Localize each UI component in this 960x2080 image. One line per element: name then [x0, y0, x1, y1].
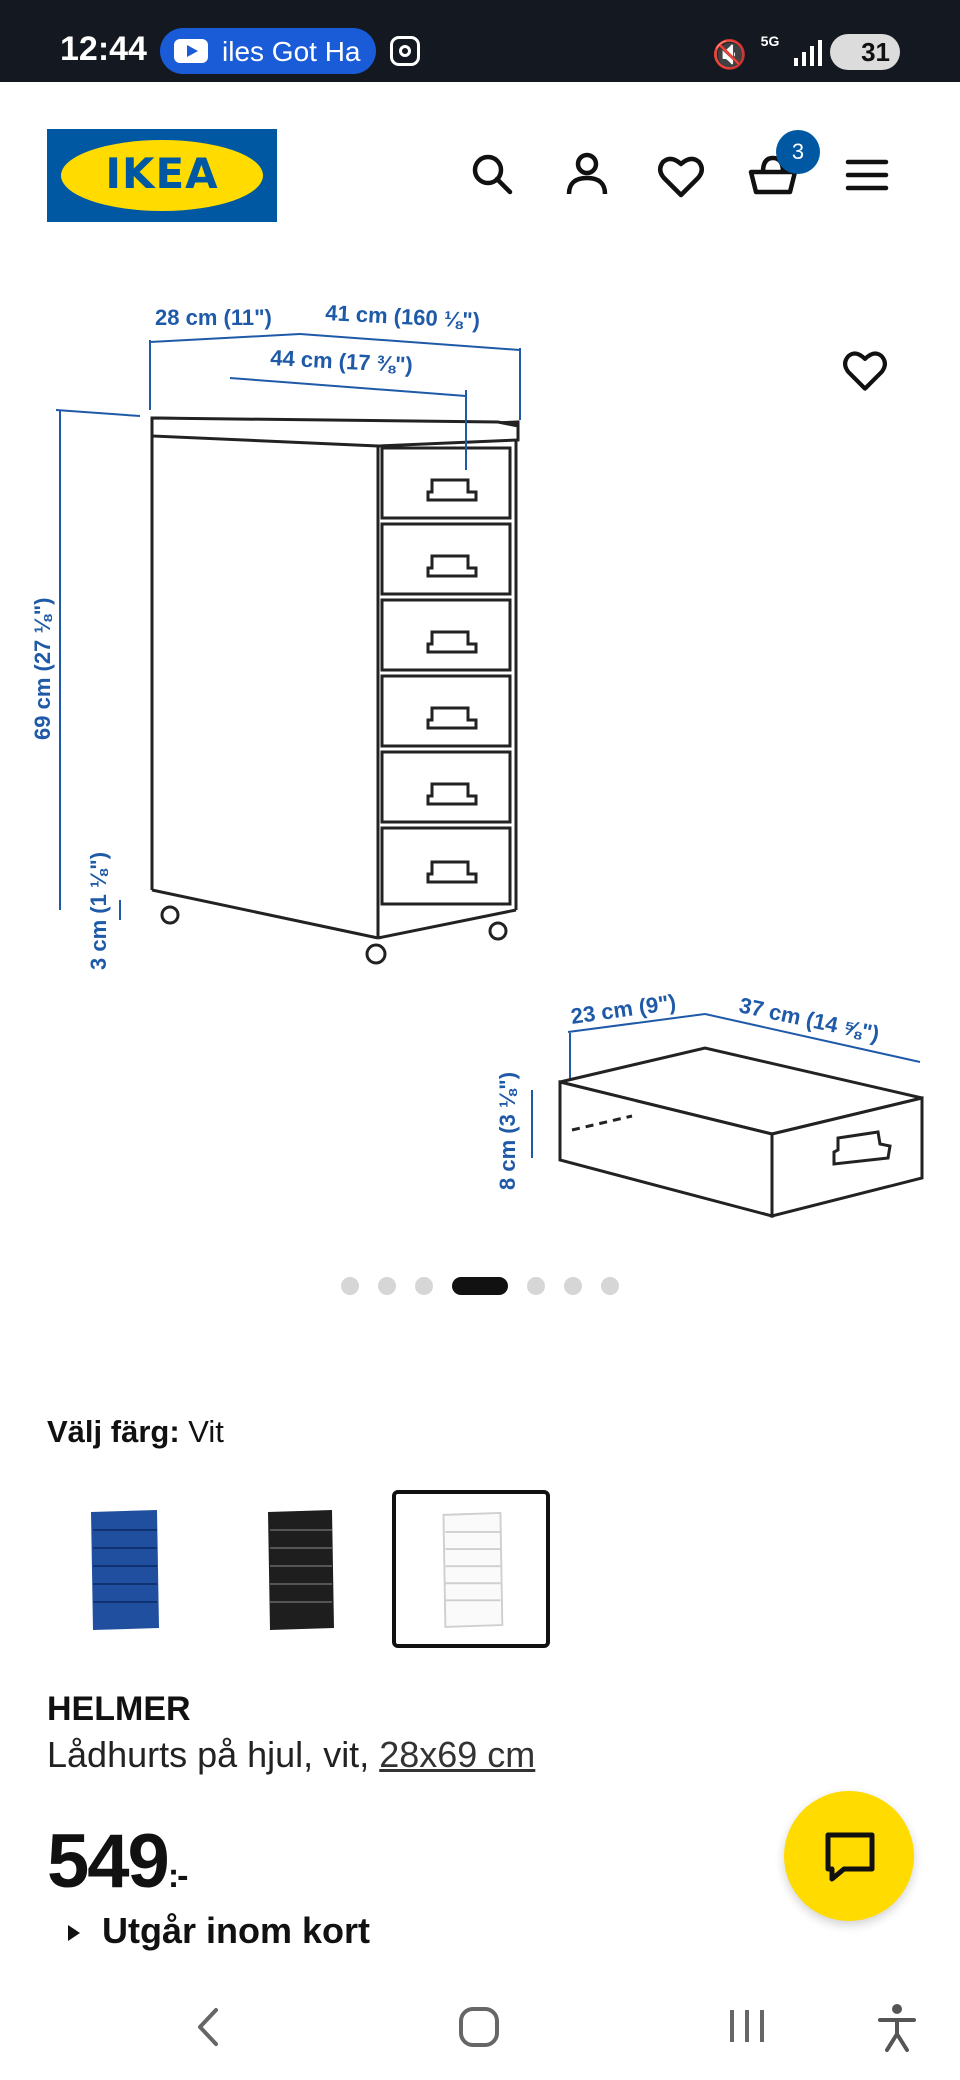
carousel-dot[interactable]: [341, 1277, 359, 1295]
youtube-icon: [174, 39, 208, 63]
cart-count-badge: 3: [776, 130, 820, 174]
back-icon[interactable]: [188, 2002, 228, 2052]
carousel-dot[interactable]: [378, 1277, 396, 1295]
search-icon[interactable]: [466, 148, 520, 202]
heart-icon[interactable]: [654, 150, 708, 204]
system-navigation-bar: [0, 1980, 960, 2080]
expand-arrow-icon: [68, 1925, 80, 1942]
product-description-text: Lådhurts på hjul, vit,: [47, 1734, 370, 1775]
chat-icon: [825, 1832, 875, 1882]
product-description: Lådhurts på hjul, vit, 28x69 cm: [47, 1734, 535, 1776]
product-size-link[interactable]: 28x69 cm: [379, 1734, 536, 1775]
availability-toggle[interactable]: Utgår inom kort: [68, 1910, 370, 1952]
color-selection-label: Välj färg: Vit: [47, 1414, 224, 1450]
availability-text: Utgår inom kort: [102, 1910, 371, 1951]
accessibility-icon[interactable]: [874, 2000, 920, 2054]
chat-button[interactable]: [784, 1791, 914, 1921]
media-notification-pill[interactable]: iles Got Ha: [160, 28, 376, 74]
battery-indicator: 31: [830, 34, 900, 70]
instagram-icon: [390, 36, 420, 66]
status-time: 12:44: [60, 30, 147, 68]
product-price: 549:-: [47, 1818, 189, 1905]
color-label: Välj färg:: [47, 1414, 180, 1449]
home-icon[interactable]: [456, 2004, 502, 2050]
carousel-dot[interactable]: [527, 1277, 545, 1295]
blue-cabinet-thumbnail: [91, 1510, 159, 1630]
dim-depth-label: 28 cm (11"): [155, 305, 272, 330]
recent-apps-icon[interactable]: [724, 2006, 770, 2046]
dim-drawer-length-label: 37 cm (14 ⅝"): [737, 992, 882, 1046]
user-icon[interactable]: [560, 148, 614, 202]
carousel-dot[interactable]: [601, 1277, 619, 1295]
color-swatch-black[interactable]: [222, 1490, 380, 1648]
logo-text: IKEA: [105, 149, 219, 198]
dim-drawer-width-label: 23 cm (9"): [569, 989, 677, 1028]
logo-oval: [61, 140, 263, 211]
price-suffix: :-: [167, 1857, 189, 1895]
carousel-dot[interactable]: [564, 1277, 582, 1295]
color-swatch-white[interactable]: [392, 1490, 550, 1648]
selected-color-value: Vit: [188, 1414, 224, 1449]
status-bar: 12:44 iles Got Ha 🔇 5G 31: [0, 0, 960, 82]
product-dimension-image[interactable]: 28 cm (11") 41 cm (160 ⅛") 44 cm (17 ⅜")…: [0, 270, 960, 1250]
carousel-dot-active[interactable]: [452, 1277, 508, 1295]
color-swatch-blue[interactable]: [47, 1490, 205, 1648]
media-notification-text: iles Got Ha: [222, 36, 361, 67]
dim-wheel-height-label: 3 cm (1 ⅛"): [86, 852, 111, 970]
network-type: 5G: [760, 33, 780, 49]
black-cabinet-thumbnail: [268, 1510, 334, 1630]
dim-width-label: 44 cm (17 ⅜"): [270, 345, 414, 377]
dim-drawer-depth-label: 41 cm (160 ⅛"): [325, 300, 481, 333]
signal-icon: [794, 40, 822, 66]
carousel-dot[interactable]: [415, 1277, 433, 1295]
price-value: 549: [47, 1819, 170, 1904]
mute-icon: 🔇: [712, 39, 747, 70]
product-name: HELMER: [47, 1690, 191, 1728]
ikea-logo[interactable]: IKEA: [47, 129, 277, 222]
white-cabinet-thumbnail: [442, 1512, 504, 1628]
save-favorite-icon[interactable]: [840, 346, 890, 396]
menu-icon[interactable]: [840, 148, 894, 202]
dim-drawer-height-label: 8 cm (3 ⅛"): [495, 1072, 520, 1190]
dim-height-label: 69 cm (27 ⅛"): [30, 597, 55, 740]
